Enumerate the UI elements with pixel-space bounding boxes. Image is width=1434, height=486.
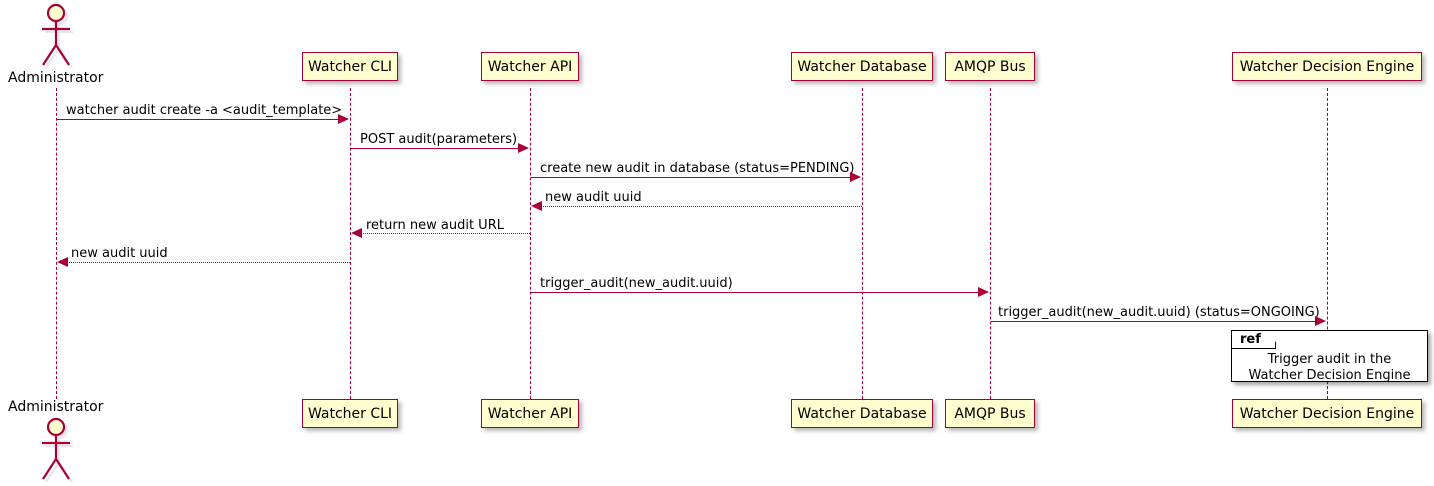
participant-label-amqp-bus-bottom: AMQP Bus bbox=[954, 405, 1026, 422]
message-arrowhead-m1 bbox=[338, 114, 349, 124]
participant-box-amqp-bus-top[interactable]: AMQP Bus bbox=[945, 52, 1035, 81]
participant-label-watcher-decision-engine-top: Watcher Decision Engine bbox=[1239, 58, 1415, 75]
message-arrowhead-m5 bbox=[351, 228, 362, 238]
message-arrowhead-m4 bbox=[531, 201, 542, 211]
participant-label-watcher-decision-engine-bottom: Watcher Decision Engine bbox=[1239, 405, 1415, 422]
participant-label-watcher-database-top: Watcher Database bbox=[797, 58, 927, 75]
ref-fragment-body: Trigger audit in the Watcher Decision En… bbox=[1232, 352, 1427, 385]
participant-box-watcher-cli-bottom[interactable]: Watcher CLI bbox=[302, 399, 398, 428]
participant-label-administrator-bottom: Administrator bbox=[8, 399, 104, 415]
participant-box-watcher-api-bottom[interactable]: Watcher API bbox=[481, 399, 579, 428]
message-label-m2: POST audit(parameters) bbox=[360, 132, 518, 147]
participant-label-watcher-cli-bottom: Watcher CLI bbox=[307, 405, 393, 422]
message-line-m8 bbox=[991, 321, 1318, 322]
message-line-m4 bbox=[540, 206, 862, 207]
participant-box-watcher-database-top[interactable]: Watcher Database bbox=[791, 52, 933, 81]
message-label-m6: new audit uuid bbox=[71, 246, 168, 261]
participant-label-watcher-cli-top: Watcher CLI bbox=[307, 58, 393, 75]
message-arrowhead-m7 bbox=[978, 287, 989, 297]
message-label-m1: watcher audit create -a <audit_template> bbox=[66, 103, 343, 118]
lifeline-amqp-bus bbox=[990, 88, 991, 399]
lifeline-watcher-cli bbox=[350, 88, 351, 399]
participant-label-watcher-database-bottom: Watcher Database bbox=[797, 405, 927, 422]
ref-fragment-line-1: Trigger audit in the bbox=[1267, 352, 1392, 367]
message-label-m4: new audit uuid bbox=[545, 190, 642, 205]
message-arrowhead-m2 bbox=[518, 143, 529, 153]
message-line-m5 bbox=[360, 233, 530, 234]
message-arrowhead-m3 bbox=[850, 172, 861, 182]
lifeline-watcher-decision-engine bbox=[1327, 88, 1328, 399]
message-arrowhead-m8 bbox=[1315, 316, 1326, 326]
participant-box-watcher-database-bottom[interactable]: Watcher Database bbox=[791, 399, 933, 428]
participant-label-watcher-api-bottom: Watcher API bbox=[487, 405, 573, 422]
participant-label-administrator-top: Administrator bbox=[8, 70, 104, 86]
participant-box-watcher-decision-engine-bottom[interactable]: Watcher Decision Engine bbox=[1232, 399, 1422, 428]
participant-box-watcher-api-top[interactable]: Watcher API bbox=[481, 52, 579, 81]
message-label-m5: return new audit URL bbox=[366, 218, 504, 233]
message-line-m3 bbox=[531, 177, 853, 178]
ref-fragment-line-2: Watcher Decision Engine bbox=[1248, 368, 1411, 384]
lifeline-administrator bbox=[56, 88, 57, 399]
message-label-m8: trigger_audit(new_audit.uuid) (status=ON… bbox=[998, 305, 1320, 320]
lifeline-watcher-api bbox=[530, 88, 531, 399]
message-label-m7: trigger_audit(new_audit.uuid) bbox=[540, 276, 733, 291]
actor-figure-administrator-top bbox=[30, 0, 86, 74]
actor-figure-administrator-bottom bbox=[30, 414, 86, 486]
ref-fragment: ref Trigger audit in the Watcher Decisio… bbox=[1231, 330, 1428, 385]
participant-box-watcher-cli-top[interactable]: Watcher CLI bbox=[302, 52, 398, 81]
participant-box-amqp-bus-bottom[interactable]: AMQP Bus bbox=[945, 399, 1035, 428]
message-line-m1 bbox=[57, 119, 341, 120]
message-label-m3: create new audit in database (status=PEN… bbox=[540, 161, 855, 176]
ref-fragment-tag: ref bbox=[1232, 331, 1276, 349]
message-line-m2 bbox=[351, 148, 521, 149]
participant-label-amqp-bus-top: AMQP Bus bbox=[954, 58, 1026, 75]
message-line-m7 bbox=[531, 292, 981, 293]
message-line-m6 bbox=[66, 262, 350, 263]
lifeline-watcher-database bbox=[862, 88, 863, 399]
message-arrowhead-m6 bbox=[57, 257, 68, 267]
participant-label-watcher-api-top: Watcher API bbox=[487, 58, 573, 75]
participant-box-watcher-decision-engine-top[interactable]: Watcher Decision Engine bbox=[1232, 52, 1422, 81]
